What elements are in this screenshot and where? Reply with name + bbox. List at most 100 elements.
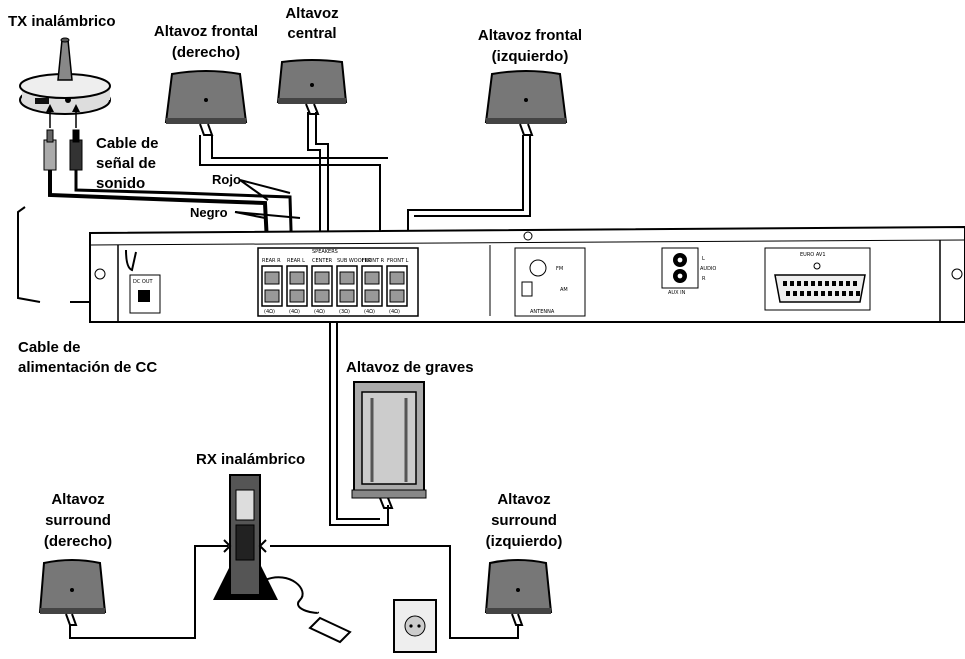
surround-right-speaker	[38, 559, 107, 626]
terminal-label: REAR R	[262, 258, 281, 264]
front-left-label-1: Altavoz frontal	[478, 27, 582, 44]
terminal-slot	[289, 271, 305, 285]
audio-cable-label-2: señal de	[96, 155, 156, 172]
center-wire	[307, 112, 321, 270]
surround-left-wire	[270, 545, 519, 639]
scart-pin	[786, 291, 790, 296]
front-left-label-2: (izquierdo)	[492, 48, 569, 65]
scart-pin	[853, 281, 857, 286]
terminal-impedance: (4Ω)	[264, 309, 275, 315]
surround-left-speaker	[484, 559, 553, 626]
speaker-terminals: REAR R(4Ω)REAR L(4Ω)CENTER(4Ω)SUB WOOFER…	[261, 258, 409, 315]
surround-right-label-3: (derecho)	[44, 533, 112, 550]
fm-label: FM	[556, 266, 563, 272]
front-right-wire-b	[211, 135, 388, 159]
speaker-terminal[interactable]: CENTER (4Ω)	[311, 258, 333, 315]
scart-pin	[856, 291, 860, 296]
labels: TX inalámbrico Altavoz frontal (derecho)…	[8, 5, 582, 550]
subwoofer-label: Altavoz de graves	[346, 359, 474, 376]
speaker-terminal[interactable]: SUB WOOFER (3Ω)	[336, 258, 372, 315]
surround-left-label-1: Altavoz	[497, 491, 550, 508]
center-label-1: Altavoz	[285, 5, 338, 22]
terminal-slot	[389, 289, 405, 303]
front-left-speaker	[484, 70, 568, 136]
front-right-wire	[199, 135, 381, 268]
dc-out-label: DC OUT	[133, 279, 154, 285]
main-unit-rear-panel: DC OUT SPEAKERS REAR R(4Ω)REAR L(4Ω)CENT…	[89, 225, 965, 323]
scart-pin	[793, 291, 797, 296]
scart-pin	[783, 281, 787, 286]
speakers-header: SPEAKERS	[312, 249, 338, 255]
scart-pin	[790, 281, 794, 286]
speaker-terminal[interactable]: FRONT R (4Ω)	[361, 258, 385, 315]
rx-wireless-unit	[213, 474, 437, 653]
scart-connector	[774, 274, 866, 303]
terminal-slot	[289, 289, 305, 303]
terminal-slot	[314, 289, 330, 303]
audio-label: AUDIO	[700, 266, 716, 272]
terminal-impedance: (4Ω)	[289, 309, 300, 315]
aux-l-label: L	[702, 256, 705, 262]
rx-power-cord	[264, 576, 320, 614]
scart-pin	[849, 291, 853, 296]
aux-in-label: AUX IN	[668, 290, 686, 296]
scart-pin	[832, 281, 836, 286]
speaker-terminal[interactable]: REAR L(4Ω)	[286, 258, 308, 315]
scart-pin	[846, 281, 850, 286]
scart-pins	[783, 281, 860, 296]
center-wire-b	[315, 112, 329, 268]
subwoofer-wire-b	[336, 285, 380, 520]
scart-pin	[797, 281, 801, 286]
rojo-pointer	[239, 179, 291, 201]
front-right-label-2: (derecho)	[172, 44, 240, 61]
black-label: Negro	[190, 205, 228, 220]
audio-cable-label-1: Cable de	[96, 135, 159, 152]
scart-pin	[825, 281, 829, 286]
scart-pin	[807, 291, 811, 296]
center-label-2: central	[287, 25, 336, 42]
speaker-terminal[interactable]: FRONT L (4Ω)	[386, 258, 409, 315]
surround-left-label-3: (izquierdo)	[486, 533, 563, 550]
terminal-label: FRONT R	[362, 258, 385, 264]
terminal-impedance: (4Ω)	[389, 309, 400, 315]
scart-pin	[800, 291, 804, 296]
surround-right-label-2: surround	[45, 512, 111, 529]
terminal-impedance: (4Ω)	[314, 309, 325, 315]
terminal-slot	[264, 271, 280, 285]
negro-pointer	[234, 211, 301, 219]
aux-r-label: R	[702, 276, 706, 282]
terminal-slot	[339, 289, 355, 303]
terminal-slot	[364, 289, 380, 303]
subwoofer	[351, 381, 427, 509]
red-label: Rojo	[212, 172, 241, 187]
terminal-slot	[314, 271, 330, 285]
scart-pin	[842, 291, 846, 296]
scart-pin	[821, 291, 825, 296]
front-left-wire-b	[414, 135, 531, 217]
terminal-label: FRONT L	[387, 258, 409, 264]
tx-wireless-unit	[19, 37, 111, 171]
speaker-terminal[interactable]: REAR R (4Ω)	[261, 258, 283, 315]
audio-signal-cable-2	[74, 170, 294, 263]
terminal-slot	[264, 289, 280, 303]
terminal-impedance: (3Ω)	[339, 309, 350, 315]
rx-label: RX inalámbrico	[196, 451, 305, 468]
tx-label: TX inalámbrico	[8, 13, 116, 30]
scart-pin	[839, 281, 843, 286]
center-speaker	[276, 59, 348, 115]
scart-pin	[804, 281, 808, 286]
terminal-slot	[364, 271, 380, 285]
audio-signal-cable	[48, 170, 270, 263]
surround-right-label-1: Altavoz	[51, 491, 104, 508]
terminal-impedance: (4Ω)	[364, 309, 375, 315]
terminal-label: CENTER	[312, 258, 333, 264]
euro-av1-label: EURO AV1	[800, 252, 826, 258]
front-right-speaker	[164, 70, 248, 136]
terminal-slot	[339, 271, 355, 285]
scart-pin	[814, 291, 818, 296]
terminal-label: SUB WOOFER	[337, 258, 372, 264]
dc-cable-label-2: alimentación de CC	[18, 359, 157, 376]
subwoofer-wire	[329, 285, 389, 526]
